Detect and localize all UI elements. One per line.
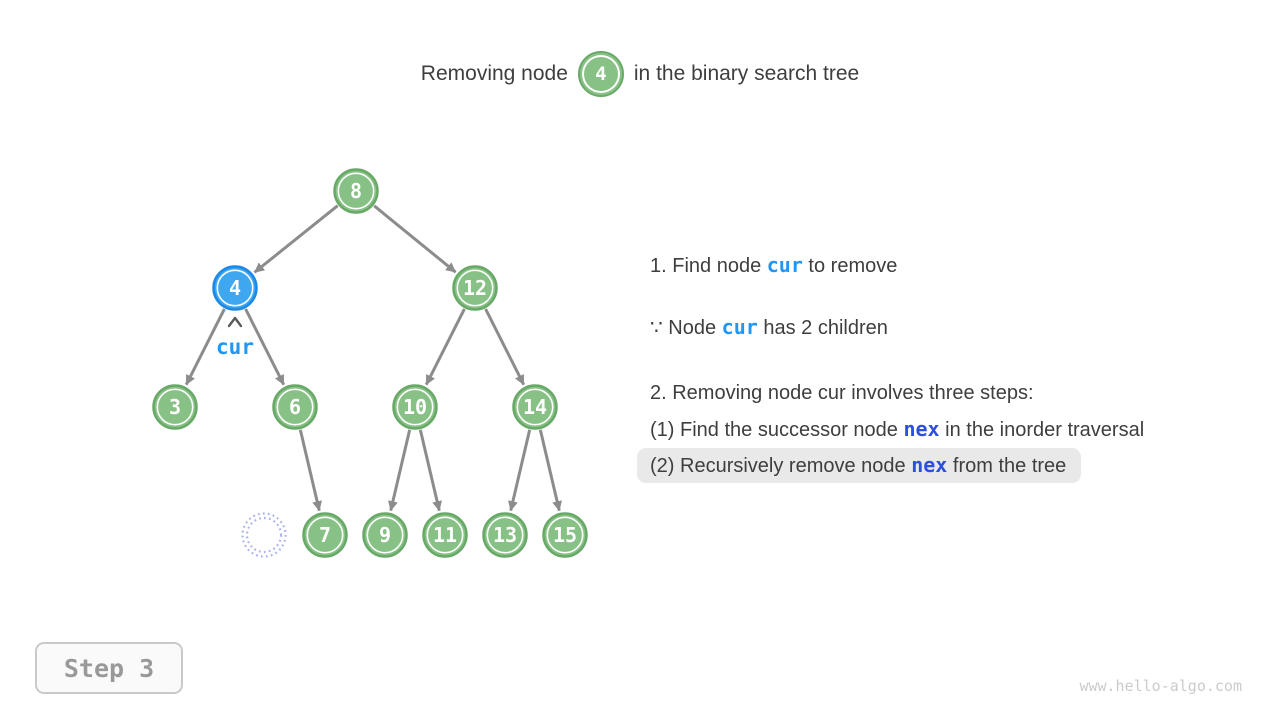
note-text: in the inorder traversal xyxy=(939,419,1145,441)
title-text-post: in the binary search tree xyxy=(633,62,860,85)
note-keyword: cur xyxy=(766,253,803,277)
tree-node-14: 14 xyxy=(512,384,558,430)
note-line-2: ∵ Node cur has 2 children xyxy=(650,312,888,342)
ghost-node xyxy=(241,512,287,558)
cur-pointer-label: cur xyxy=(216,335,254,359)
tree-node-8: 8 xyxy=(333,168,379,214)
svg-text:9: 9 xyxy=(379,523,391,547)
tree-node-9: 9 xyxy=(362,512,408,558)
tree-node-4: 4 xyxy=(212,265,258,311)
title-node-badge: 4 xyxy=(577,51,624,97)
cur-pointer-caret xyxy=(227,316,243,328)
note-line-1: 1. Find node cur to remove xyxy=(650,250,897,280)
svg-text:14: 14 xyxy=(523,395,547,419)
note-text: has 2 children xyxy=(757,317,888,339)
tree-node-15: 15 xyxy=(542,512,588,558)
svg-text:11: 11 xyxy=(433,523,457,547)
tree-node-13: 13 xyxy=(482,512,528,558)
title-text-pre: Removing node xyxy=(420,62,568,85)
note-text: 1. Find node xyxy=(650,255,767,277)
note-keyword: nex xyxy=(911,453,948,477)
tree-node-6: 6 xyxy=(272,384,318,430)
figure-title: Removing node 4 in the binary search tre… xyxy=(0,50,1280,98)
note-text: (2) Recursively remove node xyxy=(650,455,912,477)
note-keyword: nex xyxy=(903,417,940,441)
tree-node-10: 10 xyxy=(392,384,438,430)
tree-node-3: 3 xyxy=(152,384,198,430)
tree-edge-12-10 xyxy=(424,308,466,386)
note-line-5: (2) Recursively remove node nex from the… xyxy=(637,448,1082,483)
svg-text:13: 13 xyxy=(493,523,517,547)
svg-text:10: 10 xyxy=(403,395,427,419)
svg-text:3: 3 xyxy=(169,395,181,419)
note-text: 2. Removing node cur involves three step… xyxy=(650,382,1034,404)
watermark: www.hello-algo.com xyxy=(1079,677,1242,695)
tree-edge-12-14 xyxy=(484,308,526,386)
tree-node-11: 11 xyxy=(422,512,468,558)
tree-edge-6-7 xyxy=(298,429,322,512)
svg-text:12: 12 xyxy=(463,276,487,300)
note-text: from the tree xyxy=(947,455,1067,477)
tree-edge-4-3 xyxy=(184,308,226,386)
svg-text:15: 15 xyxy=(553,523,577,547)
tree-edge-14-13 xyxy=(508,429,532,512)
tree-node-12: 12 xyxy=(452,265,498,311)
svg-text:6: 6 xyxy=(289,395,301,419)
svg-text:8: 8 xyxy=(350,179,362,203)
tree-edge-14-15 xyxy=(538,429,562,512)
note-line-4: (1) Find the successor node nex in the i… xyxy=(650,414,1144,444)
note-keyword: cur xyxy=(721,315,758,339)
svg-text:4: 4 xyxy=(229,276,241,300)
note-line-3: 2. Removing node cur involves three step… xyxy=(650,377,1034,407)
note-text: ∵ Node xyxy=(650,317,722,339)
tree-edge-10-11 xyxy=(418,429,442,512)
note-text: to remove xyxy=(802,255,898,277)
tree-edge-10-9 xyxy=(388,429,412,512)
svg-text:7: 7 xyxy=(319,523,331,547)
tree-node-7: 7 xyxy=(302,512,348,558)
note-text: (1) Find the successor node xyxy=(650,419,904,441)
step-badge: Step 3 xyxy=(35,642,183,694)
tree-edge-4-6 xyxy=(244,308,286,386)
tree-edge-8-4 xyxy=(253,204,339,274)
tree-edge-8-12 xyxy=(373,204,457,274)
